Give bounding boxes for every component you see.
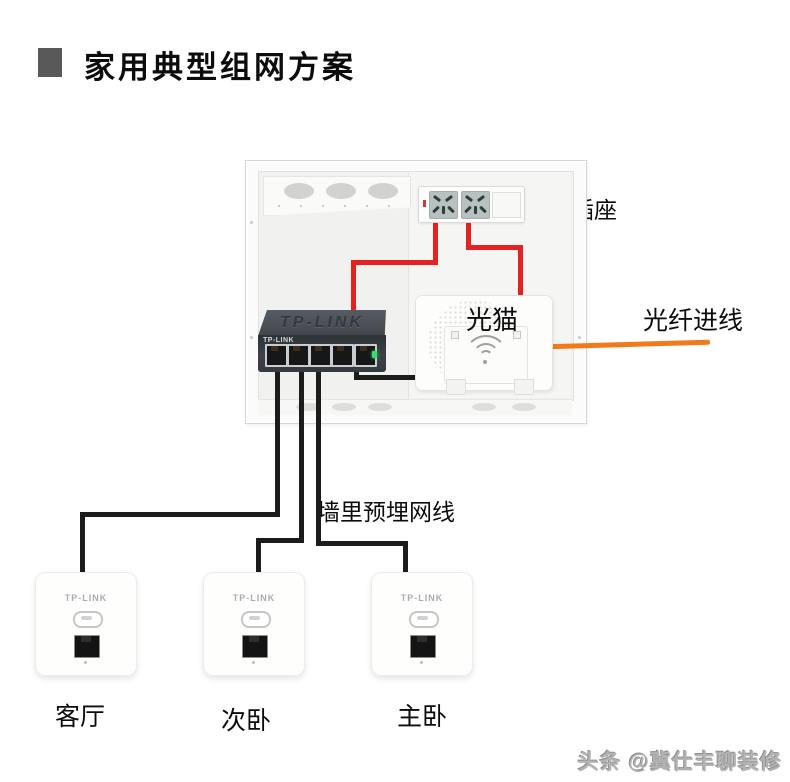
socket-blank-cover	[492, 192, 521, 218]
panel-led	[409, 611, 439, 628]
panel-led	[73, 611, 103, 628]
tray-hole	[368, 403, 392, 411]
wall-ap-bedroom2: TP-LINK	[203, 572, 305, 676]
power-socket-strip	[418, 186, 525, 223]
wall-cable-bedroom2	[299, 354, 304, 543]
label-wall-cable: 墙里预埋网线	[317, 499, 455, 525]
wifi-icon	[479, 350, 493, 364]
bracket-hole	[326, 183, 356, 199]
bracket-screw	[278, 205, 280, 207]
wifi-icon-dot	[483, 360, 487, 364]
stand-mark	[513, 331, 521, 339]
panel-mark	[252, 661, 255, 664]
tray-hole	[472, 403, 496, 411]
ethernet-port-1	[265, 344, 288, 367]
modem-foot	[446, 379, 466, 395]
panel-brand-logo: TP-LINK	[64, 593, 108, 603]
wall-ap-livingroom: TP-LINK	[35, 572, 137, 676]
modem-stand	[444, 326, 528, 384]
power-cable	[351, 260, 438, 265]
wall-cable-livingroom	[80, 512, 280, 517]
ethernet-port-2	[287, 344, 310, 367]
poe-switch: TP-LINK	[258, 335, 386, 372]
room-label-bedroom1: 主卧	[397, 703, 448, 731]
label-optical-modem: 光猫	[466, 305, 519, 335]
wall-cable-livingroom	[275, 354, 280, 517]
room-label-bedroom2: 次卧	[221, 707, 272, 735]
panel-mark	[84, 661, 87, 664]
wall-cable-bedroom2	[256, 538, 304, 543]
box-screw	[250, 336, 253, 339]
panel-ethernet-port	[242, 635, 268, 658]
wall-ap-bedroom1: TP-LINK	[371, 572, 473, 676]
modem-foot	[514, 379, 534, 395]
poe-switch-top: TP-LINK	[258, 310, 386, 336]
bracket-screw	[366, 205, 368, 207]
tray-hole	[332, 403, 356, 411]
ethernet-port-3	[309, 344, 332, 367]
wallbox-seam	[408, 171, 409, 399]
wall-cable-bedroom1	[316, 354, 321, 546]
bracket-hole	[368, 183, 398, 199]
bracket-screw	[388, 205, 390, 207]
box-screw	[578, 336, 581, 339]
bracket-screw	[322, 205, 324, 207]
page-title: 家用典型组网方案	[84, 50, 356, 85]
wall-cable-livingroom	[80, 512, 85, 574]
bracket-screw	[344, 205, 346, 207]
wallbox-bottom-tray	[258, 399, 572, 415]
bracket-screw	[300, 205, 302, 207]
wall-cable-bedroom2	[256, 538, 261, 574]
panel-brand-logo: TP-LINK	[232, 593, 276, 603]
box-screw	[250, 221, 253, 224]
panel-ethernet-port	[410, 635, 436, 658]
wall-cable-bedroom1	[403, 541, 408, 574]
power-cable	[466, 245, 523, 250]
bracket-hole	[284, 183, 314, 199]
wifi-icon	[464, 335, 508, 379]
label-fiber-in: 光纤进线	[643, 307, 744, 335]
panel-ethernet-port	[74, 635, 100, 658]
socket-outlet	[429, 191, 458, 219]
ethernet-port-4	[331, 344, 354, 367]
title-bullet-icon	[38, 48, 62, 77]
wifi-icon	[472, 343, 500, 371]
stand-mark	[451, 331, 459, 339]
panel-led	[241, 611, 271, 628]
panel-brand-logo: TP-LINK	[400, 593, 444, 603]
power-cable	[518, 245, 523, 301]
patch-cable	[354, 375, 430, 380]
switch-brand-logo: TP-LINK	[279, 314, 365, 331]
power-cable	[466, 214, 471, 250]
socket-power-led	[423, 200, 426, 207]
wall-cable-bedroom1	[316, 541, 408, 546]
tray-hole	[296, 403, 320, 411]
watermark-attribution: 头条 @冀仕丰聊装修	[577, 751, 782, 774]
power-cable	[351, 260, 356, 314]
socket-outlet	[461, 191, 490, 219]
switch-status-led	[372, 351, 377, 358]
panel-mark	[420, 661, 423, 664]
power-cable	[433, 214, 438, 265]
switch-front-brand: TP-LINK	[263, 337, 295, 344]
room-label-livingroom: 客厅	[55, 703, 106, 731]
tray-hole	[512, 403, 536, 411]
optical-modem	[415, 295, 553, 395]
